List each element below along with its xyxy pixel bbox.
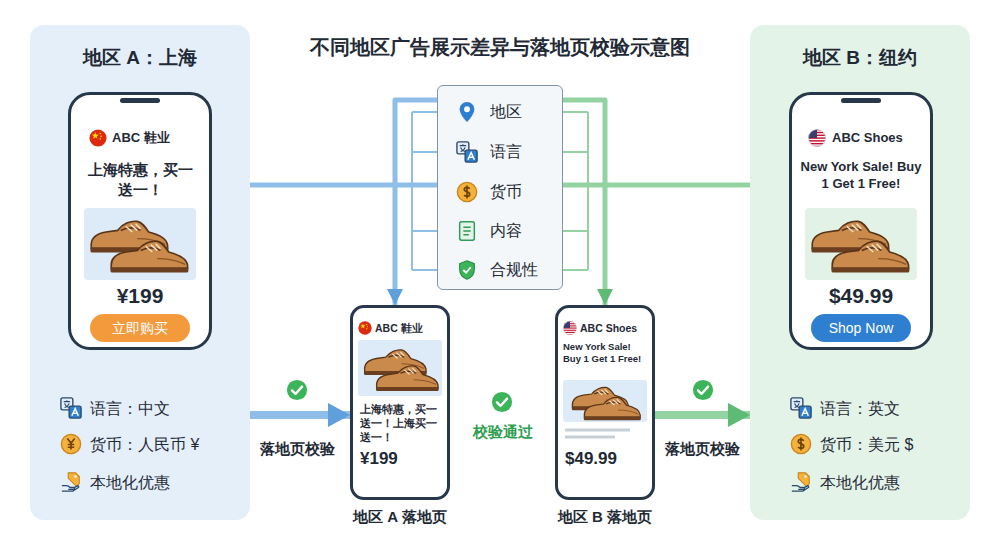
flow-arrow xyxy=(563,183,750,188)
diagram-title: 不同地区广告展示差异与落地页校验示意图 xyxy=(250,35,750,59)
region-panel: Shop Now ABC ShoesNew York Sale! Buy 1 Ge… xyxy=(750,25,970,520)
edge-label: 落地页校验 xyxy=(655,440,750,458)
promo-headline: 上海特惠，买一送一！上海买一送一！ xyxy=(360,402,442,444)
pass-label: 校验通过 xyxy=(455,423,550,441)
price-tag: $49.99 xyxy=(797,283,925,309)
price-tag: ¥199 xyxy=(80,283,200,309)
landing-page: ABC ShoesNew York Sale! Buy 1 Get 1 Free… xyxy=(555,305,655,500)
brand-name: ABC Shoes xyxy=(580,321,650,335)
flow-arrow xyxy=(250,411,350,419)
promo-headline: New York Sale! Buy 1 Get 1 Free! xyxy=(797,158,925,192)
brand-name: ABC Shoes xyxy=(832,129,927,147)
region-heading: 地区 A：上海 xyxy=(30,46,250,70)
bracket-wire xyxy=(563,112,588,270)
check-item: 内容 xyxy=(490,221,560,241)
check-item: 地区 xyxy=(490,102,560,122)
phone-ad: 立即购买 ABC 鞋业上海特惠，买一送一！ ¥199 xyxy=(68,92,212,350)
price-tag: ¥199 xyxy=(360,449,440,469)
promo-headline: 上海特惠，买一送一！ xyxy=(84,160,196,200)
check-mark xyxy=(693,380,713,400)
check-item: 合规性 xyxy=(490,260,560,280)
region-panel: 立即购买 ABC 鞋业上海特惠，买一送一！ ¥199 地区 A：上海语言：中文货币：人… xyxy=(30,25,250,520)
brand-name: ABC 鞋业 xyxy=(112,129,204,147)
flow-arrow xyxy=(395,100,437,305)
price-tag: $49.99 xyxy=(565,449,645,469)
bracket-wire xyxy=(412,112,437,270)
edge-label: 落地页校验 xyxy=(250,440,345,458)
check-panel: 地区语言货币内容合规性 xyxy=(437,85,563,290)
button-label: Shop Now xyxy=(811,314,911,342)
check-mark xyxy=(287,380,307,400)
promo-note: 本地化优惠 xyxy=(90,473,240,493)
flow-arrow xyxy=(250,183,437,188)
check-item: 货币 xyxy=(490,182,560,202)
currency-note: 货币：人民币 ¥ xyxy=(90,435,245,455)
brand-name: ABC 鞋业 xyxy=(375,321,447,335)
check-item: 语言 xyxy=(490,142,560,162)
flow-arrow xyxy=(563,100,605,305)
promo-headline: New York Sale! Buy 1 Get 1 Free! xyxy=(563,341,651,365)
cta-button: Shop Now xyxy=(811,314,911,342)
currency-note: 货币：美元 $ xyxy=(820,435,960,455)
cta-button: 立即购买 xyxy=(90,314,190,342)
language-note: 语言：中文 xyxy=(90,399,240,419)
page-caption: 地区 B 落地页 xyxy=(535,508,675,526)
region-heading: 地区 B：纽约 xyxy=(750,46,970,70)
phone-ad: Shop Now ABC ShoesNew York Sale! Buy 1 Ge… xyxy=(789,92,933,350)
language-note: 语言：英文 xyxy=(820,399,960,419)
check-mark xyxy=(492,392,512,412)
button-label: 立即购买 xyxy=(90,314,190,342)
promo-note: 本地化优惠 xyxy=(820,473,960,493)
landing-page: ABC 鞋业上海特惠，买一送一！上海买一送一！¥199地区 A 落地页 xyxy=(350,305,450,500)
page-caption: 地区 A 落地页 xyxy=(330,508,470,526)
flow-arrow xyxy=(655,411,750,419)
